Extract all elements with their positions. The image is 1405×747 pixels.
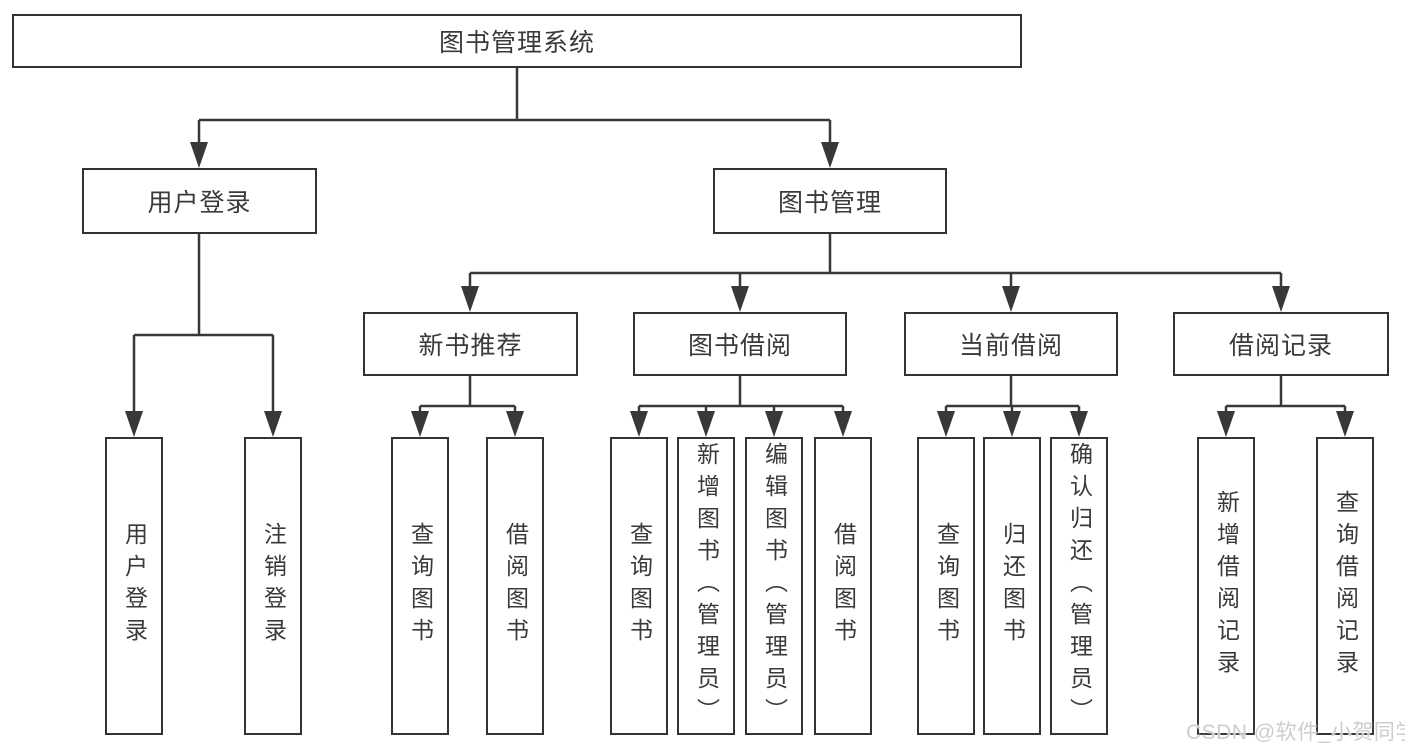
node-label: 归还图书 (999, 522, 1026, 650)
leaf-add-borrow-record: 新增借阅记录 (1197, 437, 1255, 735)
node-label: 查询图书 (407, 522, 434, 650)
leaf-add-book-admin: 新增图书（管理员） (677, 437, 735, 735)
node-book-borrowing: 图书借阅 (633, 312, 847, 376)
node-label: 当前借阅 (958, 332, 1063, 360)
node-current-borrowing: 当前借阅 (904, 312, 1118, 376)
leaf-user-login: 用户登录 (105, 437, 163, 735)
leaf-query-books-recommend: 查询图书 (391, 437, 449, 735)
node-label: 图书管理系统 (438, 29, 595, 57)
node-library-management-system: 图书管理系统 (12, 14, 1022, 68)
node-label: 注销登录 (260, 522, 287, 650)
node-user-login-branch: 用户登录 (82, 168, 317, 234)
leaf-return-book: 归还图书 (983, 437, 1041, 735)
leaf-borrow-books: 借阅图书 (814, 437, 872, 735)
node-label: 图书借阅 (687, 332, 792, 360)
node-label: 图书管理 (777, 189, 882, 217)
node-label: 借阅记录 (1228, 332, 1333, 360)
leaf-edit-book-admin: 编辑图书（管理员） (745, 437, 803, 735)
node-label: 查询图书 (626, 522, 653, 650)
leaf-borrow-books-recommend: 借阅图书 (486, 437, 544, 735)
node-label: 用户登录 (147, 189, 252, 217)
node-label: 用户登录 (121, 522, 148, 650)
node-label: 查询图书 (933, 522, 960, 650)
node-label: 借阅图书 (830, 522, 857, 650)
node-label: 新书推荐 (418, 332, 523, 360)
node-label: 新增借阅记录 (1213, 490, 1240, 682)
node-label: 新增图书（管理员） (693, 442, 720, 730)
leaf-query-books-current: 查询图书 (917, 437, 975, 735)
leaf-query-borrow-record: 查询借阅记录 (1316, 437, 1374, 735)
node-label: 确认归还（管理员） (1066, 442, 1093, 730)
node-label: 查询借阅记录 (1332, 490, 1359, 682)
node-book-management: 图书管理 (713, 168, 947, 234)
leaf-confirm-return-admin: 确认归还（管理员） (1050, 437, 1108, 735)
leaf-logout: 注销登录 (244, 437, 302, 735)
leaf-query-books-borrow: 查询图书 (610, 437, 668, 735)
node-borrowing-records: 借阅记录 (1173, 312, 1389, 376)
node-label: 借阅图书 (502, 522, 529, 650)
watermark-text: CSDN @软件_小贺同学 (1186, 721, 1405, 744)
node-new-book-recommendation: 新书推荐 (363, 312, 578, 376)
node-label: 编辑图书（管理员） (761, 442, 788, 730)
